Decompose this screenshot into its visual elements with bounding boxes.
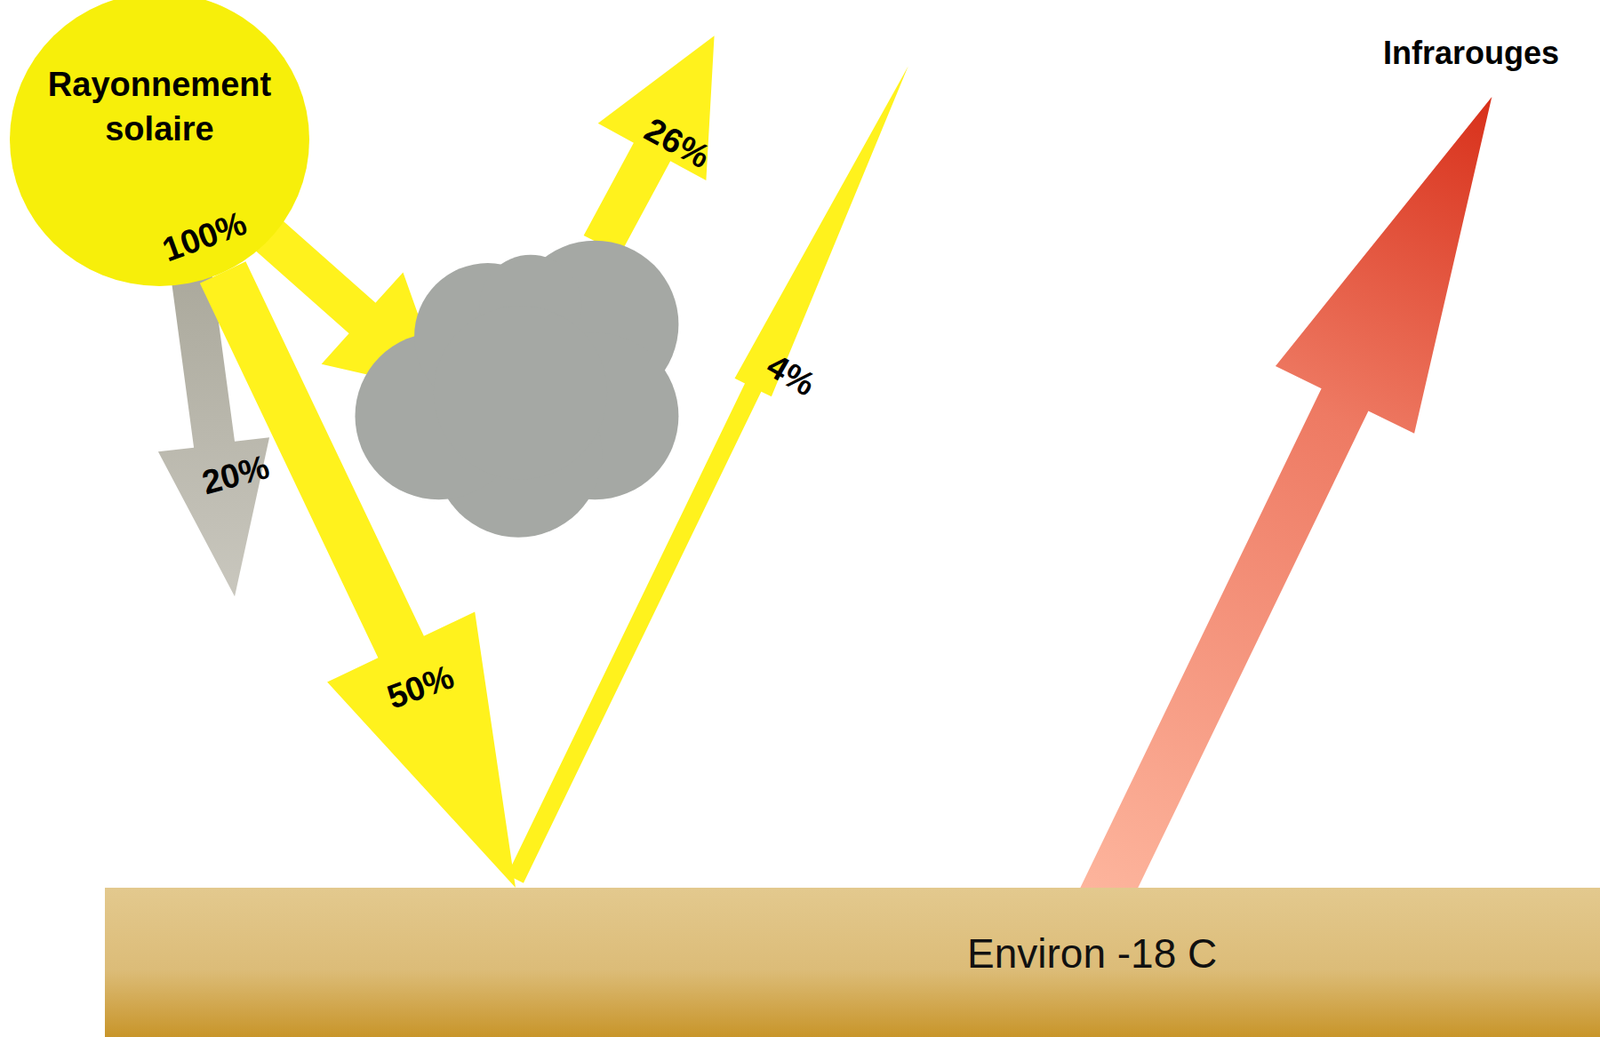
- infrared-arrow: [1078, 96, 1492, 914]
- cloud: [354, 240, 679, 538]
- ground-band: Environ -18 C: [104, 888, 1600, 1037]
- sun-circle: Rayonnement solaire: [9, 0, 310, 287]
- node-label: Rayonnement solaire: [26, 62, 294, 152]
- transmitted-arrow: [200, 261, 516, 888]
- cloud-reflect-arrow: [584, 35, 715, 255]
- node-text-wrap: Environ -18 C: [967, 929, 1217, 978]
- node-label: Environ -18 C: [967, 929, 1217, 978]
- radiation-label: Infrarouges: [1383, 37, 1560, 70]
- ground-reflect-arrow: [507, 66, 909, 884]
- node-text-wrap: Rayonnement solaire: [25, 62, 294, 152]
